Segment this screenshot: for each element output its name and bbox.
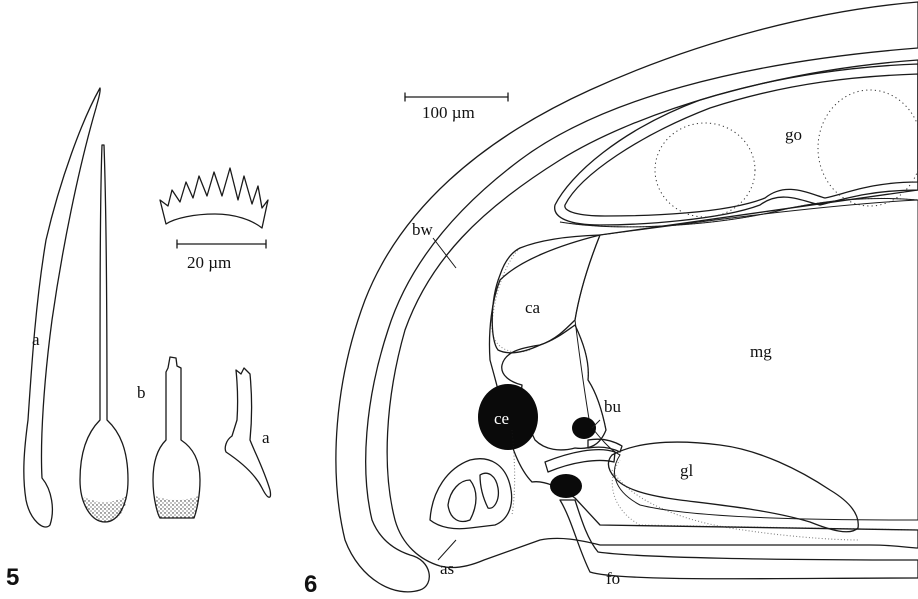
label-ca: ca xyxy=(525,298,541,317)
label-ce: ce xyxy=(494,409,509,428)
sclerite-b-short-base xyxy=(155,496,199,518)
toothed-sclerite xyxy=(160,168,268,228)
duct xyxy=(545,450,615,472)
figure-6: 100 µm ce xyxy=(304,2,918,598)
label-b: b xyxy=(137,383,146,402)
cephalic-tissue xyxy=(387,60,918,568)
figure-number-5: 5 xyxy=(6,564,19,591)
label-as: as xyxy=(440,559,454,578)
sclerite-b-long-base xyxy=(82,496,127,522)
oocyte-1 xyxy=(655,123,755,217)
label-a-right: a xyxy=(262,428,270,447)
sclerite-b-long-outline xyxy=(80,145,128,522)
gland-gl xyxy=(608,442,858,532)
scale-label-100um: 100 µm xyxy=(422,103,475,122)
sclerite-a-left-outline xyxy=(24,88,100,527)
scale-label-20um: 20 µm xyxy=(187,253,231,272)
gastrodermis-lining-upper xyxy=(560,198,918,226)
sclerite-b-short-outline xyxy=(153,357,200,518)
label-bu: bu xyxy=(604,397,622,416)
gastrodermis-upper-line xyxy=(560,198,918,226)
label-mg: mg xyxy=(750,342,772,361)
midgut-lumen xyxy=(575,200,918,520)
label-go: go xyxy=(785,125,802,144)
label-bw: bw xyxy=(412,220,434,239)
label-a-left: a xyxy=(32,330,40,349)
label-fo: fo xyxy=(606,569,620,588)
ventral-body xyxy=(550,474,582,498)
figure-5: 20 µm a b a 5 xyxy=(6,88,271,591)
oocyte-2 xyxy=(818,90,918,206)
figure-number-6: 6 xyxy=(304,571,317,598)
label-gl: gl xyxy=(680,461,694,480)
body-wall xyxy=(336,2,918,592)
gonad-wall xyxy=(555,64,918,225)
foot-fo xyxy=(560,500,918,579)
